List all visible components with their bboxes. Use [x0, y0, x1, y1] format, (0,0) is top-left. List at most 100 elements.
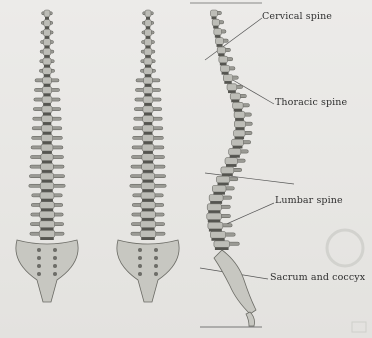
back-disc-22 — [142, 218, 155, 221]
back-disc-21 — [142, 209, 154, 212]
side-disc-8 — [224, 81, 231, 84]
back-foramen-right-2 — [154, 256, 158, 260]
back-disc-18 — [142, 180, 153, 183]
side-vertebra-10 — [230, 93, 240, 100]
side-vertebra-20 — [212, 185, 226, 192]
label-cervical-spine: Cervical spine — [262, 11, 332, 22]
side-vertebra-11 — [233, 102, 243, 109]
front-disc-14 — [42, 141, 51, 144]
front-vertebra-14 — [41, 135, 52, 142]
front-vertebra-12 — [42, 115, 53, 122]
back-disc-10 — [144, 103, 152, 106]
back-vertebra-2 — [145, 20, 151, 27]
front-disc-24 — [40, 237, 54, 240]
side-vertebra-16 — [229, 148, 241, 155]
side-spinous-17 — [237, 159, 246, 162]
side-disc-20 — [213, 192, 225, 195]
side-spinous-18 — [233, 168, 242, 171]
side-vertebra-26 — [214, 241, 230, 248]
back-disc-17 — [143, 170, 154, 173]
back-vertebra-21 — [141, 202, 155, 209]
front-foramen-right-3 — [53, 264, 57, 268]
back-disc-19 — [142, 189, 154, 192]
back-foramen-left-4 — [138, 272, 142, 276]
back-disc-11 — [144, 113, 152, 116]
front-disc-2 — [45, 26, 49, 29]
front-disc-18 — [41, 180, 52, 183]
front-vertebra-11 — [42, 106, 52, 113]
side-vertebra-1 — [211, 10, 218, 17]
front-disc-21 — [41, 209, 53, 212]
back-vertebra-4 — [144, 39, 151, 46]
side-coccyx — [246, 312, 255, 326]
front-disc-22 — [41, 218, 54, 221]
side-vertebra-15 — [232, 139, 244, 146]
front-vertebra-7 — [43, 68, 52, 75]
side-sacrum — [214, 250, 256, 314]
front-vertebra-2 — [44, 20, 50, 27]
side-vertebra-18 — [221, 167, 234, 174]
back-foramen-right-3 — [154, 264, 158, 268]
side-vertebra-3 — [214, 28, 222, 35]
side-disc-5 — [218, 54, 224, 57]
front-disc-11 — [43, 113, 51, 116]
side-disc-15 — [233, 146, 243, 149]
spine-back-view — [117, 10, 179, 302]
front-disc-15 — [42, 151, 52, 154]
front-disc-5 — [44, 55, 50, 58]
front-vertebra-19 — [40, 183, 54, 190]
watermark-mark — [327, 230, 363, 266]
side-spinous-22 — [220, 205, 230, 208]
side-spinous-23 — [220, 214, 230, 217]
front-vertebra-6 — [43, 58, 51, 65]
side-spinous-25 — [225, 233, 236, 236]
front-foramen-right-1 — [53, 248, 57, 252]
back-vertebra-13 — [143, 125, 154, 132]
front-vertebra-9 — [42, 87, 51, 94]
spine-side-view — [207, 10, 256, 326]
side-disc-16 — [230, 155, 240, 158]
back-disc-4 — [145, 46, 150, 49]
side-disc-22 — [208, 210, 220, 213]
back-foramen-left-2 — [138, 256, 142, 260]
front-disc-19 — [41, 189, 53, 192]
front-disc-6 — [44, 65, 50, 68]
side-disc-3 — [215, 35, 221, 38]
back-disc-2 — [146, 26, 150, 29]
front-vertebra-22 — [40, 211, 55, 218]
front-vertebra-5 — [43, 48, 51, 55]
back-vertebra-12 — [143, 115, 154, 122]
back-vertebra-24 — [140, 230, 156, 237]
side-disc-10 — [231, 100, 239, 103]
side-disc-19 — [218, 183, 229, 186]
front-vertebra-21 — [40, 202, 54, 209]
front-disc-7 — [44, 74, 51, 77]
side-disc-2 — [213, 26, 218, 29]
side-disc-18 — [222, 174, 233, 177]
label-sacrum-and-coccyx: Sacrum and coccyx — [270, 272, 365, 283]
side-disc-13 — [235, 127, 244, 130]
front-disc-16 — [42, 161, 52, 164]
back-vertebra-15 — [142, 144, 154, 151]
side-spinous-21 — [222, 196, 232, 199]
front-foramen-left-3 — [37, 264, 41, 268]
side-disc-21 — [210, 201, 222, 204]
back-disc-6 — [145, 65, 151, 68]
side-vertebra-12 — [234, 112, 245, 119]
front-disc-4 — [44, 46, 49, 49]
label-thoracic-spine: Thoracic spine — [275, 97, 347, 108]
front-vertebra-4 — [43, 39, 50, 46]
side-spinous-19 — [229, 177, 238, 180]
back-vertebra-16 — [142, 154, 154, 161]
front-vertebra-24 — [39, 230, 55, 237]
back-disc-24 — [141, 237, 155, 240]
front-vertebra-16 — [41, 154, 53, 161]
side-vertebra-4 — [216, 38, 224, 45]
back-vertebra-3 — [145, 29, 152, 36]
side-spinous-24 — [222, 224, 232, 227]
back-vertebra-8 — [144, 77, 153, 84]
side-disc-24 — [209, 229, 222, 232]
side-disc-12 — [235, 118, 244, 121]
front-disc-12 — [43, 122, 52, 125]
